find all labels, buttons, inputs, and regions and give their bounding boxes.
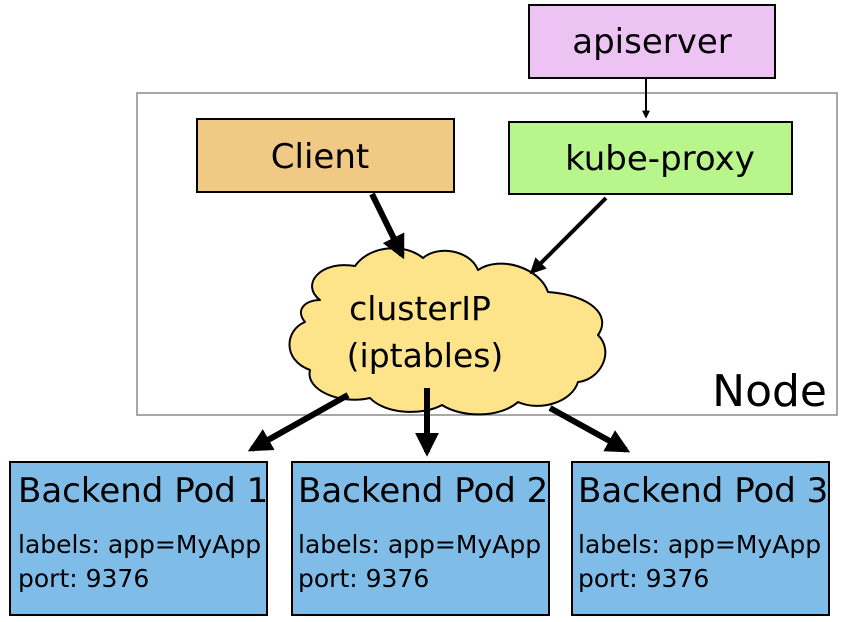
- pod-1-labels: labels: app=MyApp: [18, 530, 261, 559]
- pod-1-port: port: 9376: [18, 564, 149, 593]
- client-rect: [196, 118, 455, 193]
- apiserver-label: apiserver: [572, 22, 732, 62]
- apiserver-rect: [528, 4, 776, 79]
- arrow-clusterip-to-pod-1: [247, 392, 350, 452]
- pod-1-title: Backend Pod 1: [18, 471, 268, 511]
- pod-2-labels: labels: app=MyApp: [298, 530, 541, 559]
- client-label: Client: [271, 137, 369, 177]
- arrows: [247, 78, 650, 457]
- pod-2-rect: [291, 461, 550, 616]
- pod-3-port: port: 9376: [578, 564, 709, 593]
- arrow-clusterip-to-pod-3: [548, 405, 631, 453]
- cluster-ip-label: clusterIP: [349, 289, 491, 328]
- pod-3-title: Backend Pod 3: [578, 471, 828, 511]
- apiserver-box: apiserver: [528, 4, 776, 79]
- arrow-kube-proxy-to-clusterip: [529, 196, 608, 275]
- pod-3-labels: labels: app=MyApp: [578, 530, 821, 559]
- kube-proxy-box: kube-proxy: [508, 121, 793, 195]
- backend-pod-3: Backend Pod 3 labels: app=MyApp port: 93…: [571, 461, 830, 616]
- arrow-client-to-clusterip: [369, 192, 405, 260]
- cluster-ip-sublabel: (iptables): [347, 336, 504, 375]
- pod-1-rect: [9, 461, 268, 616]
- client-box: Client: [196, 118, 455, 193]
- backend-pod-1: Backend Pod 1 labels: app=MyApp port: 93…: [9, 461, 268, 616]
- node-label: Node: [712, 366, 827, 417]
- kube-proxy-rect: [508, 121, 793, 195]
- pod-2-port: port: 9376: [298, 564, 429, 593]
- cluster-ip-cloud: clusterIP (iptables): [288, 247, 607, 416]
- kube-proxy-label: kube-proxy: [565, 139, 755, 179]
- pod-3-rect: [571, 461, 830, 616]
- pod-2-title: Backend Pod 2: [298, 471, 548, 511]
- cloud-shape: [288, 247, 607, 416]
- backend-pod-2: Backend Pod 2 labels: app=MyApp port: 93…: [291, 461, 550, 616]
